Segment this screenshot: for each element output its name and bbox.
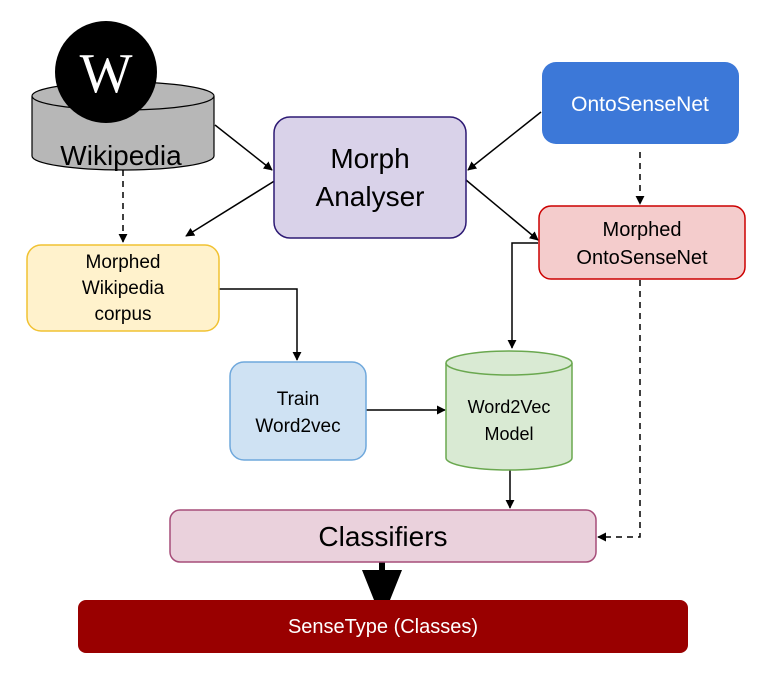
morph-analyser-node: Morph Analyser — [273, 116, 467, 239]
model-line2: Model — [484, 424, 533, 444]
train-line1: Train — [277, 389, 320, 410]
classifiers-node: Classifiers — [169, 509, 597, 563]
edge-morphed-onto-to-model — [507, 242, 538, 349]
morphed-wikipedia-corpus-node: Morphed Wikipedia corpus — [26, 244, 220, 332]
morph-analyser-line1: Morph — [330, 143, 409, 174]
edge-wikipedia-to-morph — [214, 124, 273, 171]
edge-ontosensenet-to-morph — [467, 111, 542, 171]
corpus-line3: corpus — [94, 304, 151, 325]
edges — [118, 111, 645, 542]
wikipedia-node: W Wikipedia — [31, 21, 215, 171]
edge-morph-to-corpus — [185, 179, 277, 237]
sensetype-node: SenseType (Classes) — [78, 600, 688, 653]
edge-morph-to-morphed-onto — [465, 179, 539, 241]
wikipedia-logo-glyph: W — [80, 43, 133, 105]
morph-analyser-line2: Analyser — [316, 181, 425, 212]
edge-morphed-onto-to-classifiers-dashed — [597, 280, 641, 542]
model-line1: Word2Vec — [468, 397, 551, 417]
wikipedia-label: Wikipedia — [60, 140, 182, 171]
word2vec-model-node: Word2Vec Model — [445, 350, 573, 471]
morphed-ontosensenet-node: Morphed OntoSenseNet — [538, 205, 746, 280]
model-cylinder-top — [445, 350, 573, 376]
ontosensenet-node: OntoSenseNet — [542, 62, 739, 144]
wikipedia-logo-icon — [55, 21, 157, 123]
ontosensenet-label: OntoSenseNet — [571, 93, 709, 116]
morphed-ontosensenet-line1: Morphed — [603, 219, 682, 241]
classifiers-label: Classifiers — [318, 521, 447, 552]
corpus-line1: Morphed — [86, 252, 161, 273]
wikipedia-cylinder — [31, 96, 215, 171]
edge-corpus-to-train — [219, 288, 302, 361]
morphed-ontosensenet-line2: OntoSenseNet — [576, 247, 708, 269]
corpus-line2: Wikipedia — [82, 278, 165, 299]
train-line2: Word2vec — [255, 416, 340, 437]
bold-edge-classifiers-to-sensetype — [362, 562, 402, 620]
sensetype-label: SenseType (Classes) — [288, 616, 478, 638]
train-word2vec-node: Train Word2vec — [229, 361, 367, 461]
model-cylinder — [445, 363, 573, 471]
